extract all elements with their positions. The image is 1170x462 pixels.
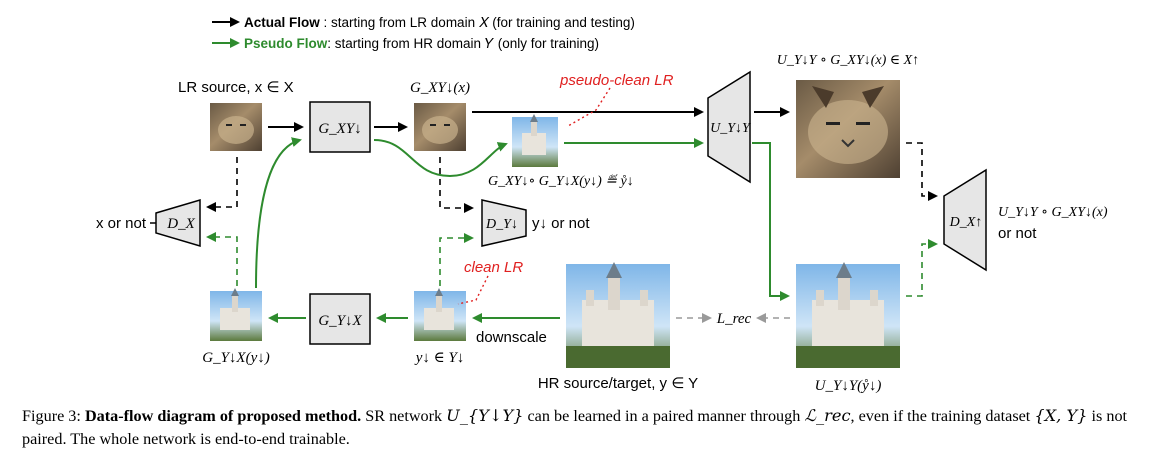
actual-flow-arrows — [150, 107, 938, 224]
caption-math-lrec: ℒ_rec — [804, 406, 851, 425]
u-box-label: U_Y↓Y — [710, 121, 752, 136]
arrow-u-to-castle — [752, 142, 790, 301]
clean-lr-castle-image — [414, 288, 466, 341]
pseudo-clean-callout-line — [567, 87, 611, 127]
g-yx-output-castle-image — [210, 288, 262, 341]
hr-source-castle-image — [566, 262, 670, 368]
d-y-label: D_Y↓ — [485, 217, 518, 232]
x-or-not-label: x or not — [96, 215, 147, 232]
upscaled-cat-image — [796, 80, 900, 178]
g-xy-box-label: G_XY↓ — [318, 121, 361, 137]
pseudo-clean-castle-image — [512, 114, 558, 167]
l-rec-label: L_rec — [716, 311, 752, 327]
g-yx-output-label: G_Y↓X(y↓) — [202, 350, 270, 366]
d-y-discriminator: D_Y↓ — [481, 199, 527, 247]
caption-bold-title: Data-flow diagram of proposed method. — [84, 407, 362, 425]
d-x-label: D_X — [166, 216, 195, 232]
legend-actual-bold: Actual Flow — [244, 15, 320, 30]
caption-math-u: U_{Y↓Y} — [446, 406, 524, 425]
d-x-up-label: D_X↑ — [949, 215, 983, 230]
hr-source-label: HR source/target, y ∈ Y — [538, 375, 698, 392]
caption-math-dataset: {X, Y} — [1034, 406, 1088, 425]
pseudo-clean-lr-label: pseudo-clean LR — [559, 72, 674, 89]
red-callouts — [457, 87, 611, 305]
dxup-output-line2: or not — [998, 225, 1037, 242]
legend-pseudo-bold: Pseudo Flow — [244, 36, 328, 51]
g-yx-box-label: G_Y↓X — [318, 313, 362, 329]
lr-source-label: LR source, x ∈ X — [178, 79, 294, 96]
g-xy-box: G_XY↓ — [309, 101, 371, 153]
d-x-up-discriminator: D_X↑ — [943, 168, 987, 272]
g-yx-box: G_Y↓X — [309, 293, 371, 345]
arrow-gyx-out-to-dx — [206, 232, 238, 286]
downscale-label: downscale — [476, 329, 547, 346]
arrow-ydown-to-dy — [439, 233, 474, 286]
u-sr-network-box: U_Y↓Y — [707, 70, 752, 184]
caption-text-2: can be learned in a paired manner throug… — [523, 407, 805, 425]
g-composition-label: G_XY↓∘ G_Y↓X(y↓) ≝ ẙ↓ — [488, 174, 634, 189]
u-g-top-label: U_Y↓Y ∘ G_XY↓(x) ∈ X↑ — [777, 53, 919, 68]
caption-text-1: SR network — [361, 407, 447, 425]
legend-pseudo-text: : starting from HR domain 𝑌 (only for tr… — [327, 36, 599, 51]
y-or-not-label: y↓ or not — [532, 215, 590, 232]
dxup-output-line1: U_Y↓Y ∘ G_XY↓(x) — [998, 205, 1108, 220]
arrow-x-to-dx — [206, 157, 238, 212]
legend-actual-text: : starting from LR domain 𝑋 (for trainin… — [320, 15, 635, 30]
legend-pseudo-flow: Pseudo Flow: starting from HR domain 𝑌 (… — [244, 36, 599, 51]
g-xy-output-label: G_XY↓(x) — [410, 80, 470, 96]
caption-text-4: is not paired. The whole network is end-… — [22, 407, 1128, 448]
legend: Actual Flow : starting from LR domain 𝑋 … — [212, 15, 635, 51]
clean-lr-label: clean LR — [464, 259, 523, 276]
g-xy-output-cat-image — [414, 103, 466, 151]
caption-text-3: , even if the training dataset — [850, 407, 1035, 425]
labels: LR source, x ∈ X G_XY↓(x) pseudo-clean L… — [96, 53, 1108, 394]
lr-source-cat-image — [210, 103, 262, 151]
pseudo-flow-arrows — [206, 137, 938, 323]
y-down-label: y↓ ∈ Y↓ — [414, 350, 465, 366]
u-ring-label: U_Y↓Y(ẙ↓) — [815, 378, 882, 394]
arrow-bigcat-to-dxup — [906, 142, 938, 201]
d-x-discriminator: D_X — [155, 198, 201, 248]
arrow-gxy-curve-to-pseudo — [373, 139, 508, 178]
arrow-gxy-to-dy — [439, 157, 474, 213]
legend-actual-flow: Actual Flow : starting from LR domain 𝑋 … — [244, 15, 635, 30]
clean-lr-callout-line — [457, 275, 489, 305]
arrow-gyx-out-to-gxy — [255, 137, 302, 289]
figure-caption: Figure 3: Data-flow diagram of proposed … — [22, 404, 1152, 451]
caption-prefix: Figure 3: — [22, 407, 85, 425]
arrow-castle-to-dxup — [906, 239, 938, 297]
sr-output-castle-image — [796, 262, 900, 368]
